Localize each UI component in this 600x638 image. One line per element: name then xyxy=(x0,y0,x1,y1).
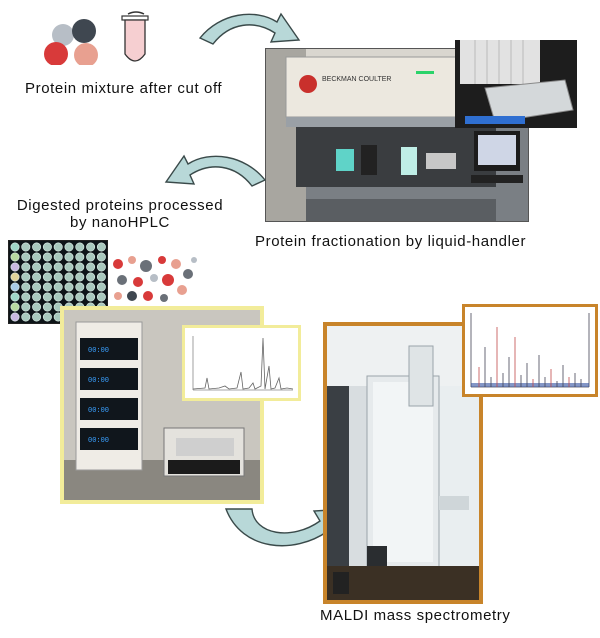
plate-well xyxy=(96,252,106,262)
plate-well xyxy=(75,272,85,282)
plate-well xyxy=(10,302,20,312)
plate-well xyxy=(86,282,96,292)
plate-well xyxy=(53,242,63,252)
plate-well xyxy=(42,302,52,312)
chromatogram-inset xyxy=(182,325,301,401)
plate-well xyxy=(42,282,52,292)
plate-well xyxy=(21,262,31,272)
protein-dot xyxy=(52,24,74,46)
plate-well xyxy=(75,242,85,252)
plate-well xyxy=(21,292,31,302)
plate-well xyxy=(86,272,96,282)
plate-well xyxy=(86,252,96,262)
hplc-screen-2: 00:00 xyxy=(88,377,109,385)
plate-well xyxy=(42,262,52,272)
plate-well xyxy=(32,272,42,282)
plate-well xyxy=(96,292,106,302)
plate-well xyxy=(32,312,42,322)
hplc-screen-1: 00:00 xyxy=(88,347,109,355)
flow-arrow-1-icon xyxy=(195,8,305,48)
mass-spectrum-inset xyxy=(462,304,598,397)
plate-well xyxy=(75,292,85,302)
plate-well xyxy=(86,262,96,272)
brand-label: BECKMAN COULTER xyxy=(322,76,392,83)
plate-well xyxy=(21,242,31,252)
plate-well xyxy=(64,272,74,282)
plate-well xyxy=(53,262,63,272)
plate-well xyxy=(10,312,20,322)
plate-well xyxy=(86,242,96,252)
plate-well xyxy=(10,242,20,252)
plate-well xyxy=(96,242,106,252)
step-digested-line2: by nanoHPLC xyxy=(70,214,170,231)
hplc-screen-3: 00:00 xyxy=(88,407,109,415)
step-digested-label: Digested proteins processed by nanoHPLC xyxy=(0,197,240,231)
step-protein-mixture-label: Protein mixture after cut off xyxy=(25,80,223,97)
plate-well xyxy=(53,252,63,262)
microplate-inset-photo xyxy=(455,40,577,128)
protein-dot xyxy=(72,19,96,43)
plate-well xyxy=(42,272,52,282)
plate-well xyxy=(86,292,96,302)
plate-well xyxy=(75,252,85,262)
protein-dot xyxy=(74,43,98,65)
plate-well xyxy=(75,282,85,292)
plate-well xyxy=(96,272,106,282)
plate-well xyxy=(64,242,74,252)
step-fractionation-label: Protein fractionation by liquid-handler xyxy=(255,233,527,250)
plate-well xyxy=(32,282,42,292)
plate-well xyxy=(53,282,63,292)
plate-well xyxy=(32,262,42,272)
digest-microplate-image xyxy=(8,240,108,324)
plate-well xyxy=(10,292,20,302)
plate-well xyxy=(42,292,52,302)
protein-dot xyxy=(44,42,68,65)
plate-well xyxy=(53,292,63,302)
plate-well xyxy=(53,272,63,282)
plate-well xyxy=(64,252,74,262)
hplc-screen-4: 00:00 xyxy=(88,437,109,445)
protein-mixture-illustration xyxy=(40,10,180,65)
digested-proteins-illustration xyxy=(108,252,198,308)
plate-well xyxy=(21,282,31,292)
plate-well xyxy=(32,242,42,252)
plate-well xyxy=(10,252,20,262)
plate-well xyxy=(42,252,52,262)
plate-well xyxy=(10,272,20,282)
plate-well xyxy=(10,262,20,272)
flow-arrow-2-icon xyxy=(160,150,270,190)
test-tube-icon xyxy=(121,11,149,62)
plate-well xyxy=(21,272,31,282)
plate-well xyxy=(32,292,42,302)
plate-well xyxy=(32,302,42,312)
plate-well xyxy=(64,282,74,292)
plate-well xyxy=(96,282,106,292)
plate-well xyxy=(64,262,74,272)
maldi-instrument-photo xyxy=(323,322,483,604)
plate-well xyxy=(42,242,52,252)
plate-well xyxy=(32,252,42,262)
plate-well xyxy=(75,262,85,272)
plate-well xyxy=(21,312,31,322)
plate-well xyxy=(21,302,31,312)
plate-well xyxy=(42,312,52,322)
step-maldi-label: MALDI mass spectrometry xyxy=(320,607,511,624)
step-digested-line1: Digested proteins processed xyxy=(16,197,224,214)
plate-well xyxy=(96,262,106,272)
plate-well xyxy=(21,252,31,262)
plate-well xyxy=(64,292,74,302)
plate-well xyxy=(10,282,20,292)
